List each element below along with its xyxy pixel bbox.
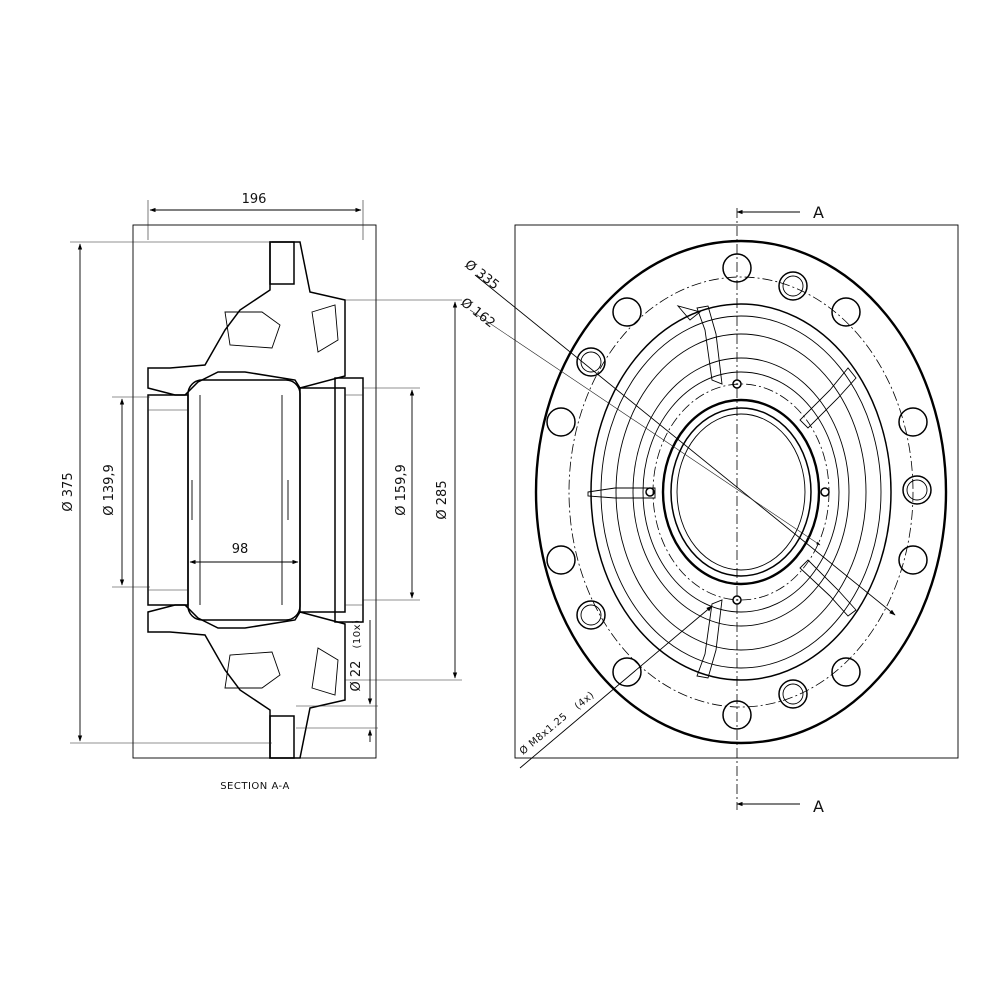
cut-label-bottom: A [813,797,824,816]
threaded-hole-icon [645,487,655,497]
section-hatched-walls [147,241,346,759]
cut-label-top: A [813,203,824,222]
bolt-hole-icon [612,657,642,687]
dim-dia-b-label: Ø 162 [458,295,498,331]
threaded-hole-icon [732,379,742,389]
dim-thread-count-label: (4x) [573,690,597,713]
threaded-hole-icon [732,595,742,605]
bolt-hole-icon [782,683,804,705]
outer-flange [534,239,948,745]
bolt-hole-icon [580,604,602,626]
threaded-hole-icon [820,487,830,497]
dim-bore-left-139: Ø 139,9 [102,396,150,588]
bolt-hole-icon [778,679,808,709]
bore-ring-outer [661,398,821,586]
dim-width-label: 196 [242,192,267,207]
top-wall [147,241,346,396]
hub-ring-2 [600,315,882,669]
bolt-hole-icon [831,297,861,327]
bottom-wall [147,604,346,759]
dim-hole-dia-label: Ø 22 [349,661,364,692]
bolt-hole-icon [722,253,752,283]
bolt-hole-icon [898,545,928,575]
dim-inner-length-label: 98 [232,542,249,557]
section-frame [132,224,377,759]
dim-thread-label: Ø M8x1.25 [517,710,570,757]
dim-dia-a-label: Ø 335 [462,257,502,293]
dim-bore-right-159: Ø 159,9 [363,387,420,601]
flange-bottom [269,715,295,759]
bore-ring-inner [670,407,812,577]
bolt-circle [568,276,914,708]
dim-pitch-285: Ø 285 [345,299,462,681]
threaded-holes [645,379,830,605]
bolt-hole-icon [898,407,928,437]
dim-hole-count-label: (10x) [352,620,363,649]
bore-ring-inner2 [676,413,806,571]
bolt-hole-icon [906,479,928,501]
dim-outer-dia-375: Ø 375 [61,241,272,744]
dim-pitch-label: Ø 285 [435,480,450,519]
section-view: 196 Ø 375 Ø 139,9 98 Ø 159,9 [61,192,462,792]
ribs [587,305,857,679]
bolt-hole-icon [831,657,861,687]
section-caption: SECTION A-A [220,781,290,792]
bolt-hole-icon [576,347,606,377]
bolt-hole-icon [902,475,932,505]
leaders-dia: Ø 335 Ø 162 [458,257,896,616]
bolt-hole-icon [722,700,752,730]
hub-ring-5 [642,371,840,613]
wall-pocket-top [224,311,281,349]
bolt-hole-icon [778,271,808,301]
dim-hole-22: Ø 22 (10x) [296,620,378,742]
dim-width-196: 196 [147,192,364,240]
dim-bore-right-label: Ø 159,9 [394,464,409,516]
bolt-hole-icon [576,600,606,630]
bolt-hole-icon [782,275,804,297]
bore-cavity [147,377,364,623]
front-view: A A [458,203,959,816]
wall-pocket-bottom-right [311,647,339,696]
hub-ring-3 [615,333,867,651]
dim-bore-left-label: Ø 139,9 [102,464,117,516]
bolt-holes [546,253,932,730]
flange-top [269,241,295,285]
bolt-hole-icon [546,407,576,437]
front-frame [514,224,959,759]
hub-ring-4 [632,357,850,627]
bolt-hole-icon [612,297,642,327]
dim-outer-dia-label: Ø 375 [61,472,76,511]
bolt-hole-icon [580,351,602,373]
bolt-hole-icon [546,545,576,575]
wall-pocket-top-right [311,304,339,353]
leader-thread: Ø M8x1.25 (4x) [517,605,713,769]
dim-inner-98: 98 [189,542,299,565]
wall-pocket-bottom [224,651,281,689]
